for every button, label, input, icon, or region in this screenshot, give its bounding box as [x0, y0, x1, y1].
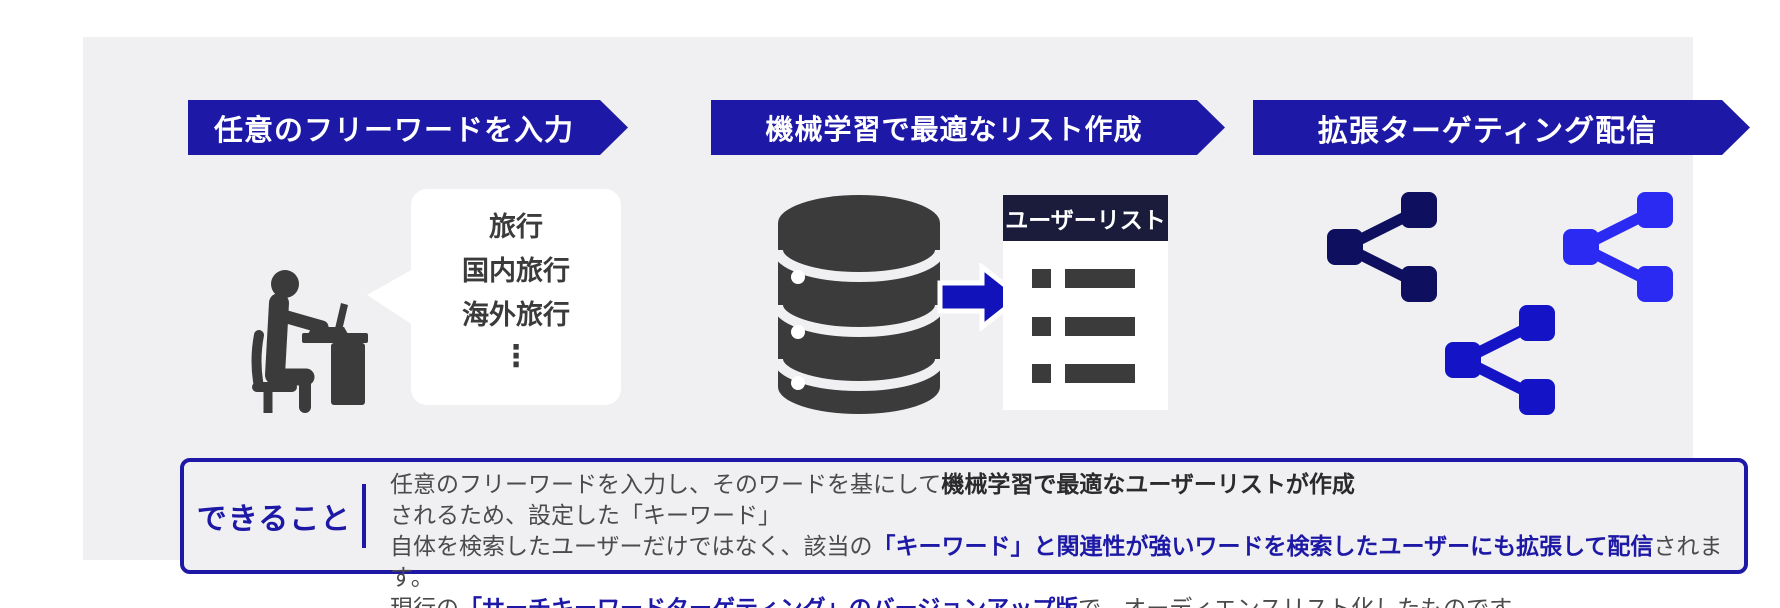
summary-line: 自体を検索したユーザーだけではなく、該当の「キーワード」と関連性が強いワードを検… [390, 531, 1740, 593]
summary-text: 現行の [390, 595, 459, 608]
user-list-icon [1032, 269, 1144, 288]
summary-box: できること 任意のフリーワードを入力し、そのワードを基にして機械学習で最適なユー… [180, 458, 1748, 608]
summary-line: 任意のフリーワードを入力し、そのワードを基にして機械学習で最適なユーザーリストが… [390, 469, 1740, 531]
list-bullet [1032, 364, 1051, 383]
summary-text: されるため、設定した「キーワード」 [390, 502, 781, 528]
keyword-item: 旅行 [489, 212, 543, 242]
network-branch-icon [1563, 192, 1673, 302]
keyword-item: 海外旅行 [462, 300, 570, 330]
network-branch-icon [1327, 192, 1437, 302]
database-icon [778, 195, 940, 414]
step-banner-targeting-label: 拡張ターゲティング配信 [1317, 114, 1658, 148]
list-bar [1065, 269, 1135, 288]
summary-text: されます。 [390, 533, 1723, 590]
arrow-right-icon [937, 263, 1025, 331]
step-banner-machine-learning: 機械学習で最適なリスト作成 [711, 100, 1225, 155]
person-at-desk-icon [251, 270, 368, 413]
summary-text-bold: 機械学習で最適なユーザーリストが作成 [941, 471, 1355, 497]
step-banner-machine-learning-label: 機械学習で最適なリスト作成 [765, 113, 1143, 145]
speech-bubble: 旅行 国内旅行 海外旅行 ⋮ [411, 189, 621, 405]
list-bullet [1032, 269, 1051, 288]
user-list-icon [1032, 364, 1144, 383]
list-bar [1065, 317, 1135, 336]
summary-text: 任意のフリーワードを入力し、そのワードを基にして [390, 471, 942, 497]
summary-text: 自体を検索したユーザーだけではなく、該当の [390, 533, 873, 559]
summary-text: で、オーディエンスリスト化したものです。 [1078, 595, 1533, 608]
step-banner-input: 任意のフリーワードを入力 [188, 100, 628, 155]
summary-label: できること [196, 503, 352, 536]
summary-text-blue: 「サーチキーワードターゲティング」のバージョンアップ版 [459, 595, 1079, 608]
step-banner-targeting: 拡張ターゲティング配信 [1253, 100, 1750, 155]
content-panel: 任意のフリーワードを入力 機械学習で最適なリスト作成 拡張ターゲティング配信 [83, 37, 1693, 608]
network-branch-icon [1445, 305, 1555, 415]
summary-text-blue: 「キーワード」と関連性が強いワードを検索したユーザーにも拡張して配信 [872, 533, 1654, 559]
user-list-title: ユーザーリスト [1005, 207, 1166, 233]
keyword-item: 国内旅行 [462, 256, 570, 286]
summary-text-block: 任意のフリーワードを入力し、そのワードを基にして機械学習で最適なユーザーリストが… [390, 469, 1740, 608]
summary-line: 現行の「サーチキーワードターゲティング」のバージョンアップ版で、オーディエンスリ… [390, 593, 1740, 608]
speech-bubble-tail [367, 269, 413, 325]
ellipsis-icon: ⋮ [501, 340, 531, 373]
step-banner-input-label: 任意のフリーワードを入力 [213, 114, 574, 147]
user-list-card: ユーザーリスト [1003, 195, 1168, 410]
list-bullet [1032, 317, 1051, 336]
list-bar [1065, 364, 1135, 383]
user-list-header: ユーザーリスト [1003, 195, 1168, 241]
divider [362, 484, 366, 548]
user-list-icon [1032, 317, 1144, 336]
